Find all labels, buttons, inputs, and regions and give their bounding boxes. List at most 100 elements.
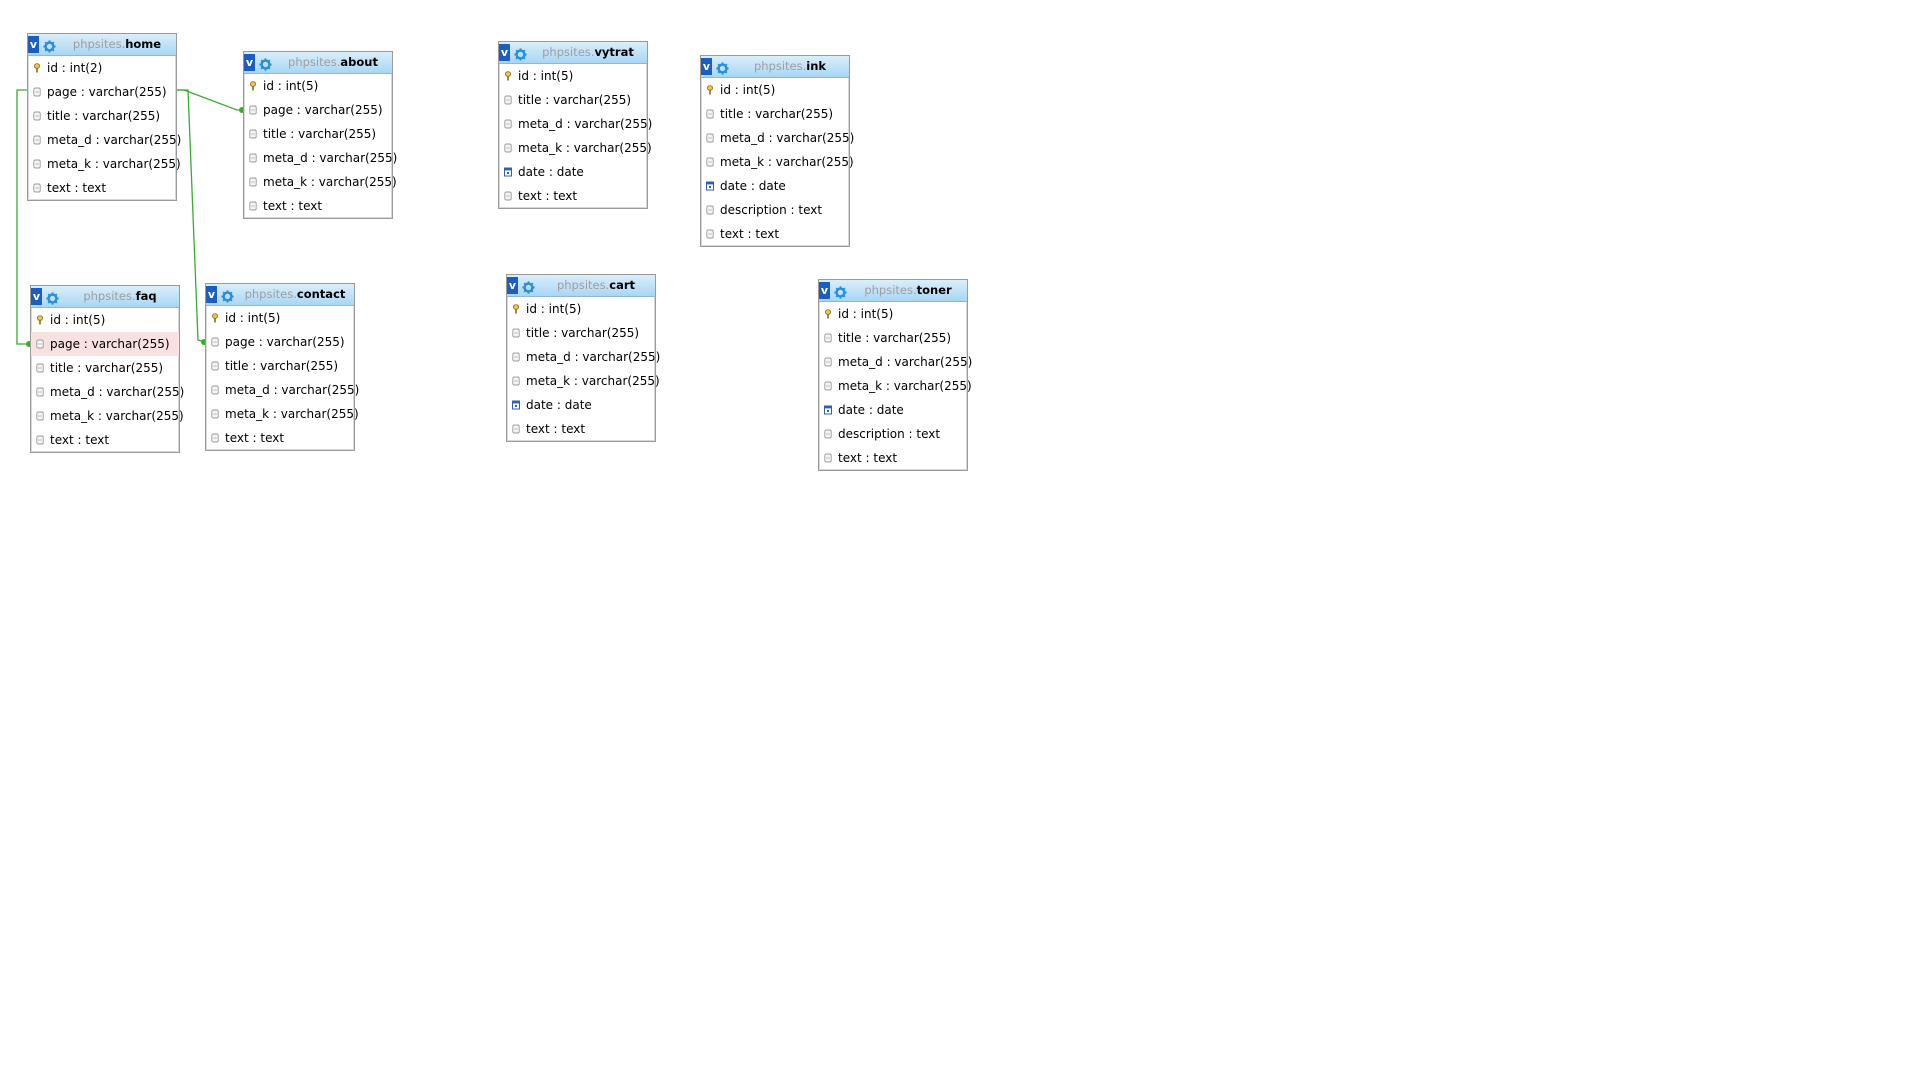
column-row[interactable]: date : date (507, 393, 655, 417)
column-row[interactable]: meta_k : varchar(255) (499, 136, 652, 160)
toggle-columns-button[interactable]: v (819, 282, 830, 299)
column-row[interactable]: meta_k : varchar(255) (28, 152, 181, 176)
name-separator: . (802, 59, 807, 73)
toggle-columns-button[interactable]: v (507, 277, 518, 294)
column-row[interactable]: meta_k : varchar(255) (701, 150, 854, 174)
toggle-columns-button[interactable]: v (701, 58, 712, 75)
name-separator: . (912, 283, 917, 297)
column-row[interactable]: title : varchar(255) (28, 104, 176, 128)
column-row[interactable]: description : text (819, 422, 967, 446)
column-row[interactable]: title : varchar(255) (206, 354, 354, 378)
gear-icon[interactable] (716, 60, 729, 75)
name-separator: . (293, 287, 297, 301)
column-type-separator: : (94, 385, 107, 399)
column-row[interactable]: meta_k : varchar(255) (244, 170, 397, 194)
column-row[interactable]: meta_d : varchar(255) (507, 345, 660, 369)
gear-icon[interactable] (46, 290, 59, 305)
key-icon (706, 79, 714, 95)
column-row[interactable]: id : int(2) (28, 56, 176, 80)
column-row[interactable]: title : varchar(255) (244, 122, 392, 146)
table-header[interactable]: v phpsites.cart (507, 275, 655, 297)
column-icon (824, 375, 832, 391)
gear-icon[interactable] (259, 56, 272, 71)
column-row[interactable]: meta_d : varchar(255) (701, 126, 854, 150)
column-row[interactable]: title : varchar(255) (507, 321, 655, 345)
table-title: phpsites.cart (537, 275, 655, 296)
column-row[interactable]: text : text (206, 426, 354, 450)
key-icon (36, 309, 44, 325)
column-name: title (263, 127, 287, 141)
gear-icon[interactable] (221, 288, 234, 303)
column-type: int(2) (69, 61, 103, 75)
column-row[interactable]: id : int(5) (507, 297, 655, 321)
table-name: vytrat (594, 45, 634, 59)
column-row[interactable]: page : varchar(255) (244, 98, 392, 122)
column-row[interactable]: date : date (819, 398, 967, 422)
column-row[interactable]: page : varchar(255) (28, 80, 176, 104)
column-name: id (47, 61, 58, 75)
column-row[interactable]: text : text (507, 417, 655, 441)
column-row[interactable]: meta_d : varchar(255) (819, 350, 972, 374)
toggle-columns-button[interactable]: v (206, 286, 217, 303)
column-row[interactable]: text : text (28, 176, 176, 200)
column-type-separator: : (570, 350, 583, 364)
column-row[interactable]: text : text (499, 184, 647, 208)
column-icon (33, 81, 41, 97)
column-row[interactable]: meta_d : varchar(255) (499, 112, 652, 136)
toggle-columns-button[interactable]: v (28, 36, 39, 53)
column-row[interactable]: meta_k : varchar(255) (507, 369, 660, 393)
column-row[interactable]: description : text (701, 198, 849, 222)
column-row[interactable]: id : int(5) (819, 302, 967, 326)
column-row[interactable]: meta_k : varchar(255) (31, 404, 184, 428)
column-row[interactable]: page : varchar(255) (206, 330, 354, 354)
column-type-separator: : (307, 175, 319, 189)
column-row[interactable]: meta_d : varchar(255) (206, 378, 359, 402)
column-row[interactable]: id : int(5) (31, 308, 179, 332)
column-row[interactable]: id : int(5) (206, 306, 354, 330)
gear-icon[interactable] (522, 279, 535, 294)
column-row[interactable]: id : int(5) (499, 64, 647, 88)
column-row[interactable]: id : int(5) (701, 78, 849, 102)
toggle-columns-button[interactable]: v (31, 288, 42, 305)
column-row[interactable]: meta_d : varchar(255) (244, 146, 397, 170)
column-type-separator: : (865, 403, 877, 417)
column-row[interactable]: title : varchar(255) (499, 88, 647, 112)
column-row[interactable]: text : text (701, 222, 849, 246)
column-row[interactable]: meta_d : varchar(255) (28, 128, 181, 152)
column-row[interactable]: page : varchar(255) (31, 332, 179, 356)
column-row[interactable]: text : text (819, 446, 967, 470)
column-row[interactable]: date : date (701, 174, 849, 198)
column-row[interactable]: meta_k : varchar(255) (206, 402, 359, 426)
column-row[interactable]: id : int(5) (244, 74, 392, 98)
column-row[interactable]: text : text (244, 194, 392, 218)
column-row[interactable]: title : varchar(255) (701, 102, 849, 126)
column-row[interactable]: meta_k : varchar(255) (819, 374, 972, 398)
toggle-columns-button[interactable]: v (499, 44, 510, 61)
column-row[interactable]: meta_d : varchar(255) (31, 380, 184, 404)
column-row[interactable]: date : date (499, 160, 647, 184)
column-type-separator: : (269, 407, 281, 421)
gear-icon[interactable] (834, 284, 847, 299)
toggle-columns-button[interactable]: v (244, 54, 255, 71)
gear-icon[interactable] (514, 46, 527, 61)
column-row[interactable]: title : varchar(255) (31, 356, 179, 380)
column-row[interactable]: text : text (31, 428, 179, 452)
column-row[interactable]: title : varchar(255) (819, 326, 967, 350)
gear-icon[interactable] (43, 38, 56, 53)
